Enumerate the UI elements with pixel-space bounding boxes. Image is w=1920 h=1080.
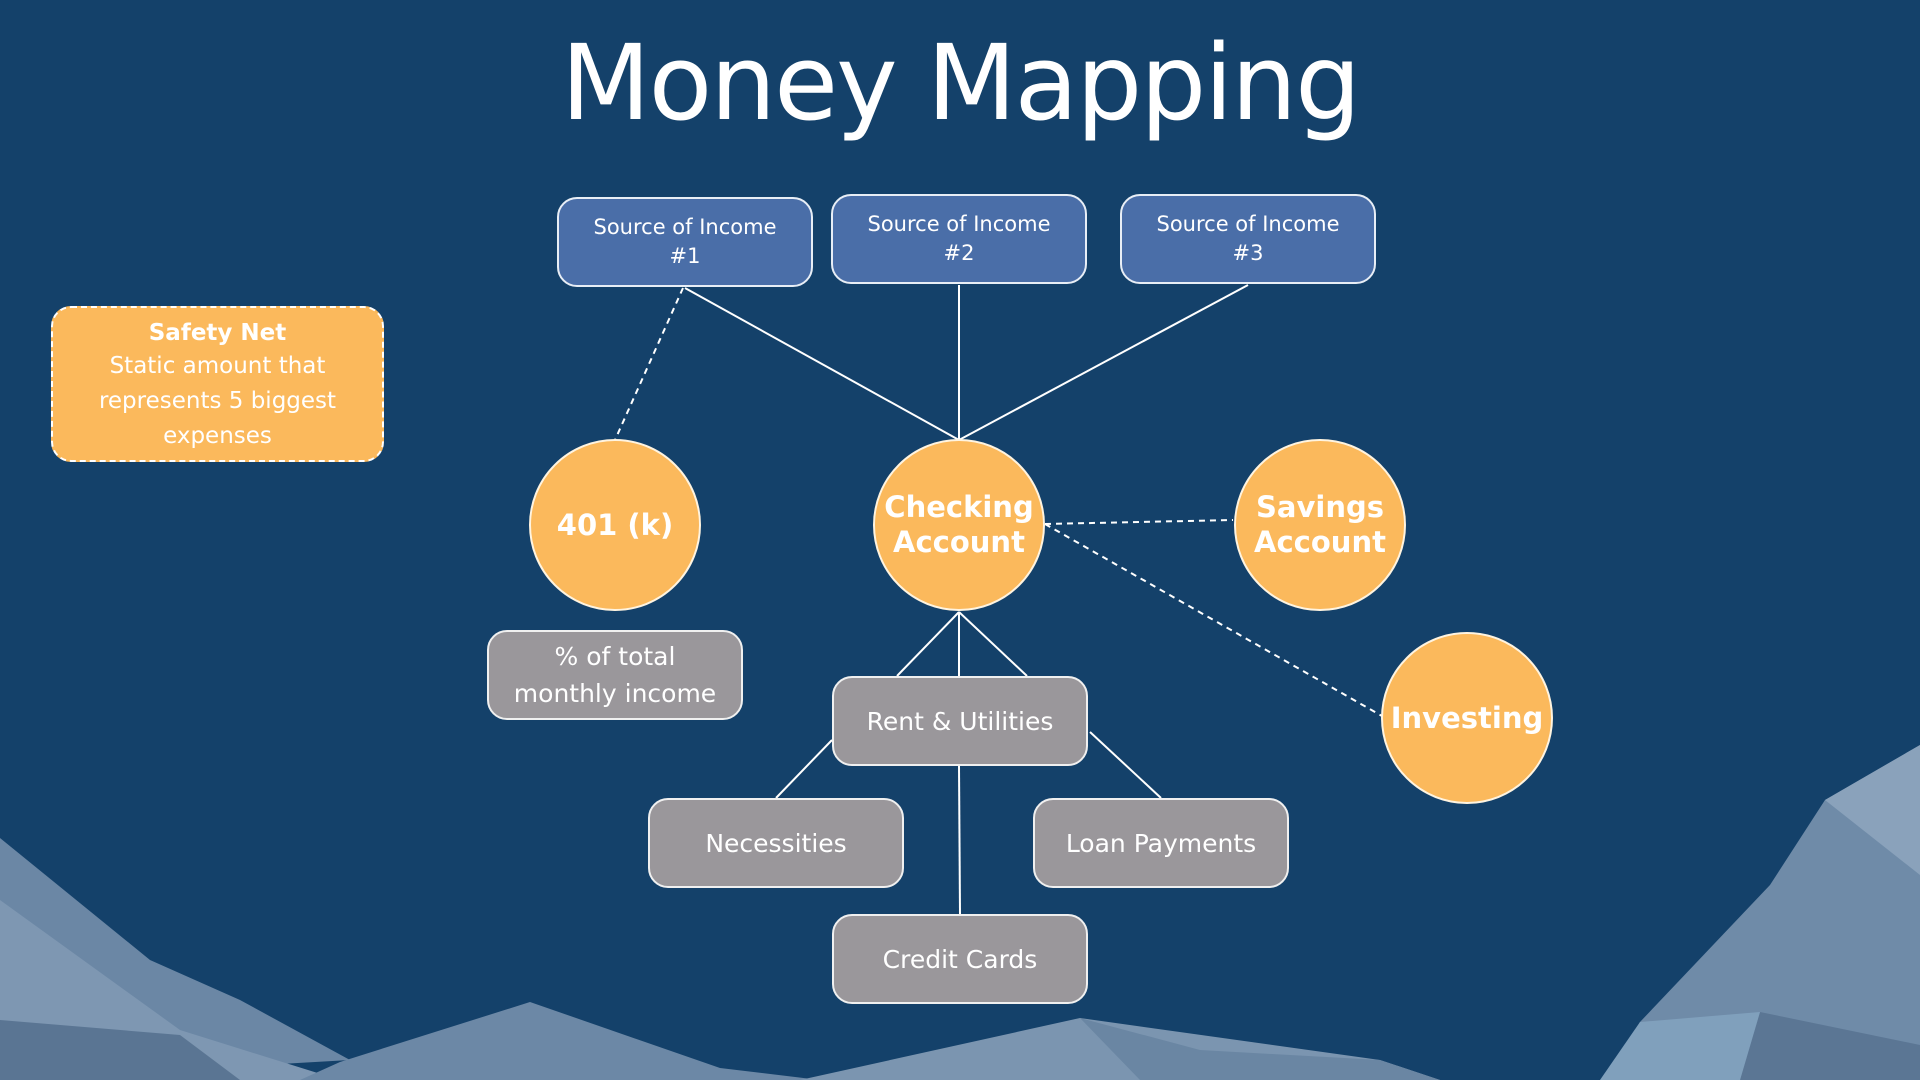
savings-account-label: Savings Account: [1254, 490, 1386, 559]
line-rent-loans: [1089, 731, 1162, 799]
retirement-401k-circle: 401 (k): [529, 439, 701, 611]
income-source-1-label: Source of Income #1: [593, 215, 777, 268]
line-rent-credit: [958, 765, 961, 915]
safety-net-title: Safety Net: [148, 320, 287, 346]
necessities-box: Necessities: [648, 798, 904, 888]
income-source-1: Source of Income #1: [557, 197, 813, 287]
line-checking-investing: [1044, 523, 1383, 717]
line-checking-rent-right: [958, 611, 1028, 677]
income-source-2-label: Source of Income #2: [867, 212, 1051, 265]
page-title: Money Mapping: [560, 22, 1361, 144]
line-income1-checking: [684, 287, 960, 441]
loan-payments-label: Loan Payments: [1065, 828, 1257, 858]
retirement-401k-label: 401 (k): [556, 507, 674, 542]
rent-utilities-label: Rent & Utilities: [866, 706, 1054, 736]
checking-account-circle: Checking Account: [873, 439, 1045, 611]
income-source-3: Source of Income #3: [1120, 194, 1376, 284]
credit-cards-box: Credit Cards: [832, 914, 1088, 1004]
income-source-2: Source of Income #2: [831, 194, 1087, 284]
safety-net-box: Safety Net Static amount that represents…: [51, 306, 384, 462]
investing-label: Investing: [1390, 700, 1544, 735]
retirement-note-box: % of total monthly income: [487, 630, 743, 720]
safety-net-body: Static amount that represents 5 biggest …: [98, 353, 337, 449]
line-rent-necessities: [775, 739, 833, 799]
checking-account-label: Checking Account: [884, 490, 1034, 559]
retirement-note-label: % of total monthly income: [513, 642, 717, 708]
rent-utilities-box: Rent & Utilities: [832, 676, 1088, 766]
savings-account-circle: Savings Account: [1234, 439, 1406, 611]
line-checking-savings: [1044, 519, 1234, 525]
credit-cards-label: Credit Cards: [882, 944, 1038, 974]
line-checking-rent-left: [896, 611, 960, 677]
loan-payments-box: Loan Payments: [1033, 798, 1289, 888]
investing-circle: Investing: [1381, 632, 1553, 804]
line-income3-checking: [958, 284, 1249, 441]
necessities-label: Necessities: [705, 828, 847, 858]
line-income1-retirement: [614, 287, 684, 441]
income-source-3-label: Source of Income #3: [1156, 212, 1340, 265]
